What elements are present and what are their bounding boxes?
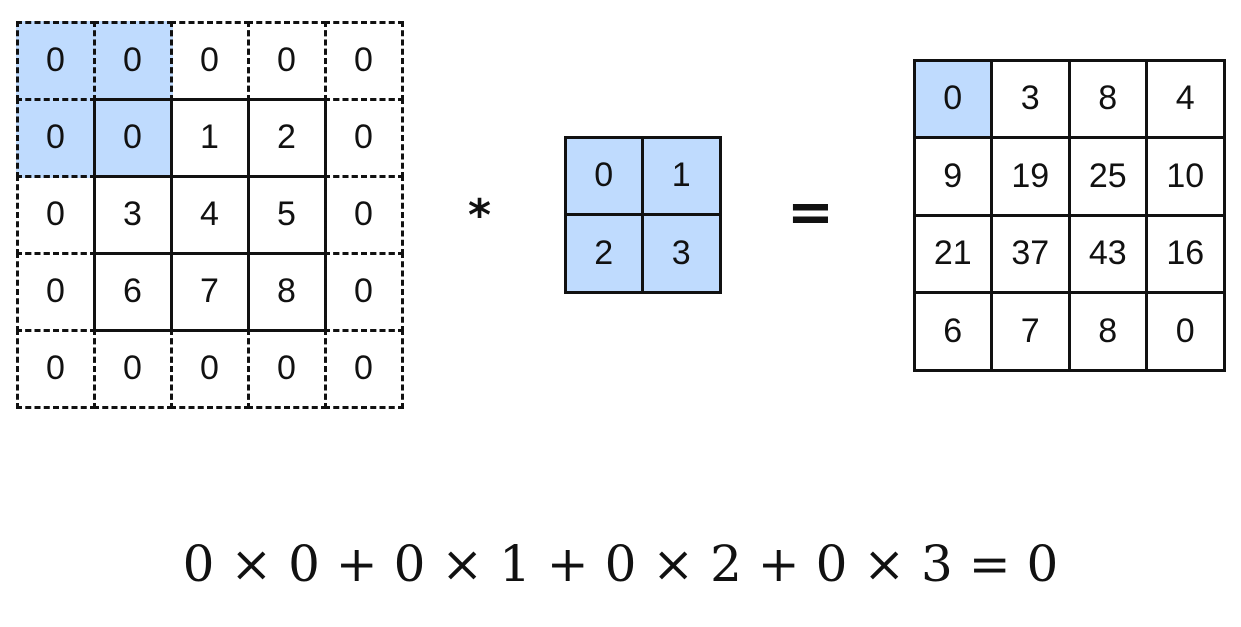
input-cell: 0: [15, 174, 96, 255]
input-cell: 0: [323, 97, 404, 178]
input-cell: 6: [92, 251, 173, 332]
input-cell: 5: [246, 174, 327, 255]
kernel-cell: 2: [563, 213, 644, 294]
output-cell: 0: [1145, 291, 1226, 372]
input-cell: 0: [323, 251, 404, 332]
kernel-cell: 3: [641, 213, 722, 294]
input-cell: 0: [92, 328, 173, 409]
input-cell: 0: [323, 174, 404, 255]
computation-equation: 0 × 0 + 0 × 1 + 0 × 2 + 0 × 3 = 0: [182, 535, 1059, 593]
input-cell: 3: [92, 174, 173, 255]
input-cell: 0: [15, 328, 96, 409]
input-cell: 0: [169, 20, 250, 101]
convolution-operator: *: [468, 190, 492, 241]
input-cell: 0: [15, 97, 96, 178]
output-cell: 0: [912, 58, 993, 139]
input-cell: 4: [169, 174, 250, 255]
output-cell: 6: [912, 291, 993, 372]
input-cell: 0: [323, 328, 404, 409]
input-cell: 0: [92, 97, 173, 178]
kernel-cell: 1: [641, 135, 722, 216]
input-cell: 0: [15, 251, 96, 332]
output-cell: 37: [990, 213, 1071, 294]
output-cell: 4: [1145, 58, 1226, 139]
input-cell: 2: [246, 97, 327, 178]
output-cell: 8: [1067, 291, 1148, 372]
input-cell: 1: [169, 97, 250, 178]
output-cell: 19: [990, 136, 1071, 217]
input-cell: 0: [169, 328, 250, 409]
output-cell: 7: [990, 291, 1071, 372]
output-cell: 9: [912, 136, 993, 217]
output-cell: 25: [1067, 136, 1148, 217]
input-cell: 0: [323, 20, 404, 101]
output-cell: 21: [912, 213, 993, 294]
output-cell: 3: [990, 58, 1071, 139]
output-cell: 10: [1145, 136, 1226, 217]
output-cell: 16: [1145, 213, 1226, 294]
input-cell: 0: [246, 328, 327, 409]
equals-operator: =: [787, 180, 834, 245]
input-cell: 0: [246, 20, 327, 101]
output-cell: 43: [1067, 213, 1148, 294]
input-cell: 0: [15, 20, 96, 101]
output-cell: 8: [1067, 58, 1148, 139]
input-cell: 0: [92, 20, 173, 101]
kernel-cell: 0: [563, 135, 644, 216]
input-cell: 7: [169, 251, 250, 332]
input-cell: 8: [246, 251, 327, 332]
